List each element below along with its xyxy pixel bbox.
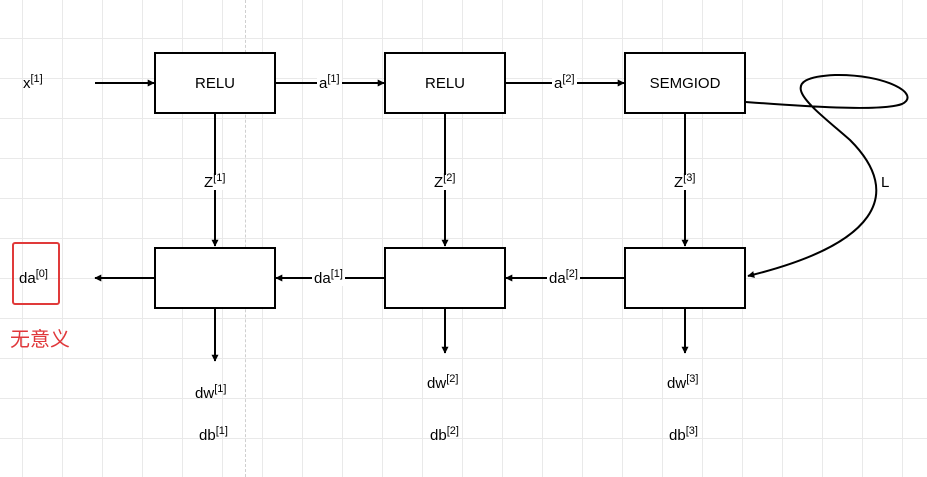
dw-label-1: dw[1] — [195, 383, 227, 402]
loss-curve — [745, 73, 909, 278]
highlight-box — [12, 242, 60, 305]
edge-label-da1: da[1] — [312, 268, 345, 287]
db-label-1: db[1] — [199, 425, 228, 444]
edge-label-da2: da[2] — [547, 268, 580, 287]
edge-label-a1: a[1] — [317, 73, 342, 92]
db-label-3: db[3] — [669, 425, 698, 444]
dw-label-3: dw[3] — [667, 373, 699, 392]
forward-box-2: RELU — [384, 52, 506, 114]
backward-box-1 — [154, 247, 276, 309]
forward-box-3: SEMGIOD — [624, 52, 746, 114]
db-label-2: db[2] — [430, 425, 459, 444]
annotation-text: 无意义 — [10, 327, 70, 351]
z-label-3: Z[3] — [672, 172, 698, 191]
dw-label-2: dw[2] — [427, 373, 459, 392]
dashed-guide-line — [245, 0, 246, 477]
input-label: x[1] — [23, 73, 43, 92]
output-label-da0: da[0] — [19, 268, 48, 287]
forward-box-3-label: SEMGIOD — [649, 74, 721, 92]
edge-label-a2: a[2] — [552, 73, 577, 92]
forward-box-1: RELU — [154, 52, 276, 114]
backward-box-2 — [384, 247, 506, 309]
z-label-1: Z[1] — [202, 172, 228, 191]
backward-box-3 — [624, 247, 746, 309]
forward-box-1-label: RELU — [194, 74, 235, 92]
loss-label: L — [881, 174, 890, 191]
forward-box-2-label: RELU — [424, 74, 465, 92]
z-label-2: Z[2] — [432, 172, 458, 191]
